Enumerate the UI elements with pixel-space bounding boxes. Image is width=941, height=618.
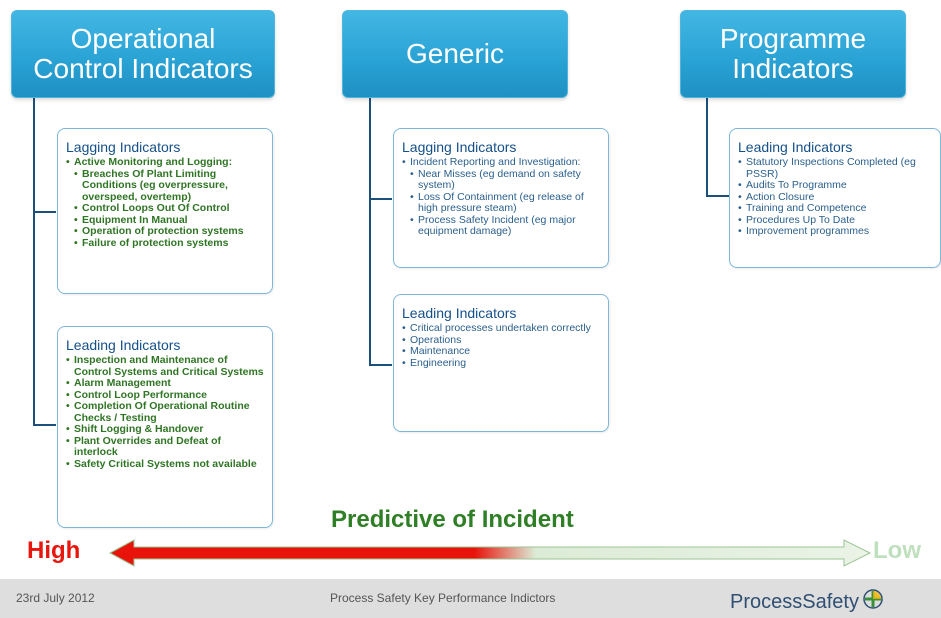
header-generic: Generic	[342, 10, 568, 98]
list-item: Plant Overrides and Defeat of interlock	[66, 435, 264, 459]
list-item: Critical processes undertaken correctly	[402, 322, 600, 335]
list-item: Engineering	[402, 357, 600, 370]
header-programme-indicators: Programme Indicators	[680, 10, 906, 98]
list-item: Breaches Of Plant Limiting Conditions (e…	[66, 168, 264, 204]
operational-leading-box: Leading Indicators Inspection and Mainte…	[57, 326, 273, 528]
list-item: Safety Critical Systems not available	[66, 458, 264, 471]
list-item: Incident Reporting and Investigation:	[402, 156, 600, 169]
operational-lagging-box: Lagging Indicators Active Monitoring and…	[57, 128, 273, 294]
operational-leading-title: Leading Indicators	[66, 337, 181, 353]
connector-programme-vertical	[706, 97, 708, 196]
predictive-scale-arrow	[108, 539, 872, 567]
connector-generic-leading	[369, 364, 392, 366]
header-programme-line1: Programme	[719, 23, 867, 54]
connector-generic-lagging	[369, 198, 392, 200]
operational-lagging-title: Lagging Indicators	[66, 139, 181, 155]
connector-operational-vertical	[33, 97, 35, 425]
list-item: Action Closure	[738, 191, 934, 204]
list-item: Operations	[402, 334, 600, 347]
list-item: Failure of protection systems	[66, 237, 264, 250]
list-item: Procedures Up To Date	[738, 214, 934, 227]
header-programme-line2: Indicators	[732, 53, 854, 84]
list-item: Equipment In Manual	[66, 214, 264, 227]
connector-programme-leading	[706, 195, 729, 197]
list-item: Process Safety Incident (eg major equipm…	[402, 214, 600, 238]
list-item: Improvement programmes	[738, 225, 934, 238]
programme-leading-title: Leading Indicators	[738, 139, 853, 155]
low-label: Low	[873, 537, 921, 564]
generic-lagging-title: Lagging Indicators	[402, 139, 517, 155]
logo-text-safety: Safety	[802, 590, 859, 613]
list-item: Alarm Management	[66, 377, 264, 390]
high-label: High	[27, 537, 81, 564]
cross-shield-icon	[862, 588, 884, 616]
generic-leading-title: Leading Indicators	[402, 305, 517, 321]
header-generic-line1: Generic	[405, 38, 505, 69]
connector-operational-leading	[33, 424, 56, 426]
list-item: Active Monitoring and Logging:	[66, 156, 264, 169]
list-item: Near Misses (eg demand on safety system)	[402, 168, 600, 192]
logo-text-process: Process	[730, 590, 803, 613]
list-item: Inspection and Maintenance of Control Sy…	[66, 354, 264, 378]
header-operational-line1: Operational	[70, 23, 216, 54]
footer-bar: 23rd July 2012 Process Safety Key Perfor…	[0, 579, 941, 618]
programme-leading-box: Leading Indicators Statutory Inspections…	[729, 128, 941, 268]
header-operational-control-indicators: Operational Control Indicators	[11, 10, 275, 98]
list-item: Control Loops Out Of Control	[66, 202, 264, 215]
list-item: Audits To Programme	[738, 179, 934, 192]
connector-operational-lagging	[33, 211, 56, 213]
list-item: Completion Of Operational Routine Checks…	[66, 400, 264, 424]
footer-title: Process Safety Key Performance Indictors	[330, 591, 556, 605]
generic-leading-box: Leading Indicators Critical processes un…	[393, 294, 609, 432]
list-item: Loss Of Containment (eg release of high …	[402, 191, 600, 215]
list-item: Training and Competence	[738, 202, 934, 215]
header-operational-line2: Control Indicators	[33, 53, 253, 84]
list-item: Shift Logging & Handover	[66, 423, 264, 436]
predictive-of-incident-label: Predictive of Incident	[331, 506, 574, 533]
list-item: Operation of protection systems	[66, 225, 264, 238]
connector-generic-vertical	[369, 97, 371, 365]
list-item: Control Loop Performance	[66, 389, 264, 402]
footer-date: 23rd July 2012	[16, 591, 95, 605]
generic-lagging-box: Lagging Indicators Incident Reporting an…	[393, 128, 609, 268]
list-item: Statutory Inspections Completed (eg PSSR…	[738, 156, 934, 180]
list-item: Maintenance	[402, 345, 600, 358]
